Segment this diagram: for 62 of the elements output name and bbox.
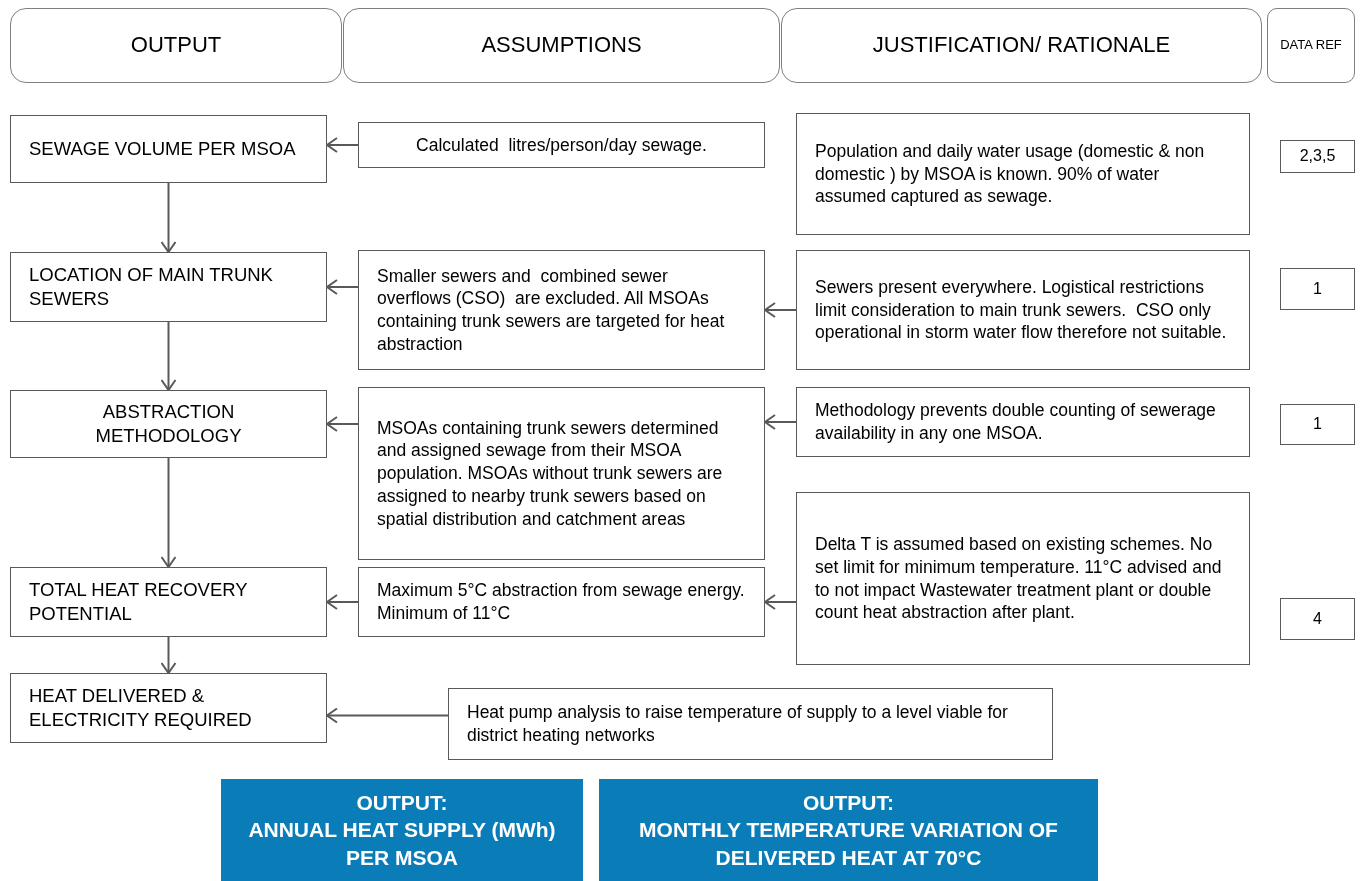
output-box bbox=[10, 673, 327, 743]
node-text: 1 bbox=[1312, 278, 1323, 299]
node-text: Heat pump analysis to raise temperature of supply to a level viable for district heating networks bbox=[467, 701, 1009, 747]
arrow bbox=[160, 182, 177, 253]
node-text: HEAT DELIVERED & ELECTRICITY REQUIRED bbox=[29, 683, 253, 732]
column-header bbox=[781, 8, 1262, 83]
node-text: JUSTIFICATION/ RATIONALE bbox=[871, 31, 1172, 60]
text-box bbox=[796, 387, 1250, 457]
node-text: MSOAs containing trunk sewers determined and assigned sewage from their MSOA population. MSOAs without trunk sewers are assigned to nearby trunk sewers based on spatial distribution and catchment areas bbox=[377, 416, 724, 531]
arrow bbox=[160, 457, 177, 568]
text-box bbox=[796, 113, 1250, 235]
arrow bbox=[160, 321, 177, 391]
arrow bbox=[764, 414, 797, 430]
data-ref-box bbox=[1280, 268, 1355, 310]
arrow bbox=[326, 279, 359, 295]
arrow bbox=[160, 636, 177, 674]
arrow bbox=[326, 137, 359, 153]
node-text: 2,3,5 bbox=[1298, 146, 1337, 167]
node-text: ABSTRACTION METHODOLOGY bbox=[94, 399, 243, 448]
data-ref-box bbox=[1280, 140, 1355, 173]
output-box bbox=[10, 390, 327, 458]
node-text: 4 bbox=[1312, 608, 1323, 629]
arrow bbox=[764, 594, 797, 610]
node-text: OUTPUT: bbox=[355, 790, 449, 817]
output-banner bbox=[599, 779, 1098, 881]
node-text: MONTHLY TEMPERATURE VARIATION OF DELIVERED HEAT AT 70°C bbox=[638, 817, 1059, 871]
data-ref-box bbox=[1280, 404, 1355, 445]
node-text: Sewers present everywhere. Logistical restrictions limit consideration to main trunk sewers. CSO only operational in storm water flow therefore not suitable. bbox=[815, 275, 1228, 345]
node-text: OUTPUT bbox=[129, 31, 223, 60]
column-header bbox=[343, 8, 780, 83]
node-text: Population and daily water usage (domestic & non domestic ) by MSOA is known. 90% of water assumed captured as sewage. bbox=[815, 139, 1206, 209]
arrow bbox=[326, 416, 359, 432]
node-text: Smaller sewers and combined sewer overflows (CSO) are excluded. All MSOAs containing trunk sewers are targeted for heat abstraction bbox=[377, 264, 726, 356]
text-box bbox=[358, 250, 765, 370]
text-box bbox=[448, 688, 1053, 760]
output-banner bbox=[221, 779, 583, 881]
node-text: ASSUMPTIONS bbox=[480, 31, 643, 60]
arrow bbox=[326, 707, 449, 724]
node-text: Delta T is assumed based on existing schemes. No set limit for minimum temperature. 11°C advised and to not impact Wastewater treatment plant or double count heat abstraction after plant. bbox=[815, 533, 1223, 624]
node-text: Calculated litres/person/day sewage. bbox=[415, 133, 708, 157]
assumption-box bbox=[358, 122, 765, 168]
text-box bbox=[358, 567, 765, 637]
column-header bbox=[1267, 8, 1355, 83]
node-text: OUTPUT: bbox=[802, 790, 895, 817]
node-text: TOTAL HEAT RECOVERY POTENTIAL bbox=[29, 577, 249, 626]
node-text: SEWAGE VOLUME PER MSOA bbox=[29, 136, 297, 161]
output-box bbox=[10, 115, 327, 183]
data-ref-box bbox=[1280, 598, 1355, 640]
column-header bbox=[10, 8, 342, 83]
text-box bbox=[796, 492, 1250, 665]
node-text: DATA REF bbox=[1279, 37, 1343, 54]
output-box bbox=[10, 252, 327, 322]
node-text: Methodology prevents double counting of sewerage availability in any one MSOA. bbox=[815, 399, 1217, 445]
arrow bbox=[326, 594, 359, 610]
node-text: LOCATION OF MAIN TRUNK SEWERS bbox=[29, 262, 274, 311]
output-box bbox=[10, 567, 327, 637]
node-text: ANNUAL HEAT SUPPLY (MWh) PER MSOA bbox=[247, 817, 557, 871]
node-text: 1 bbox=[1312, 414, 1323, 435]
node-text: Maximum 5°C abstraction from sewage energy. Minimum of 11°C bbox=[377, 579, 746, 625]
text-box bbox=[796, 250, 1250, 370]
arrow bbox=[764, 302, 797, 318]
text-box bbox=[358, 387, 765, 560]
